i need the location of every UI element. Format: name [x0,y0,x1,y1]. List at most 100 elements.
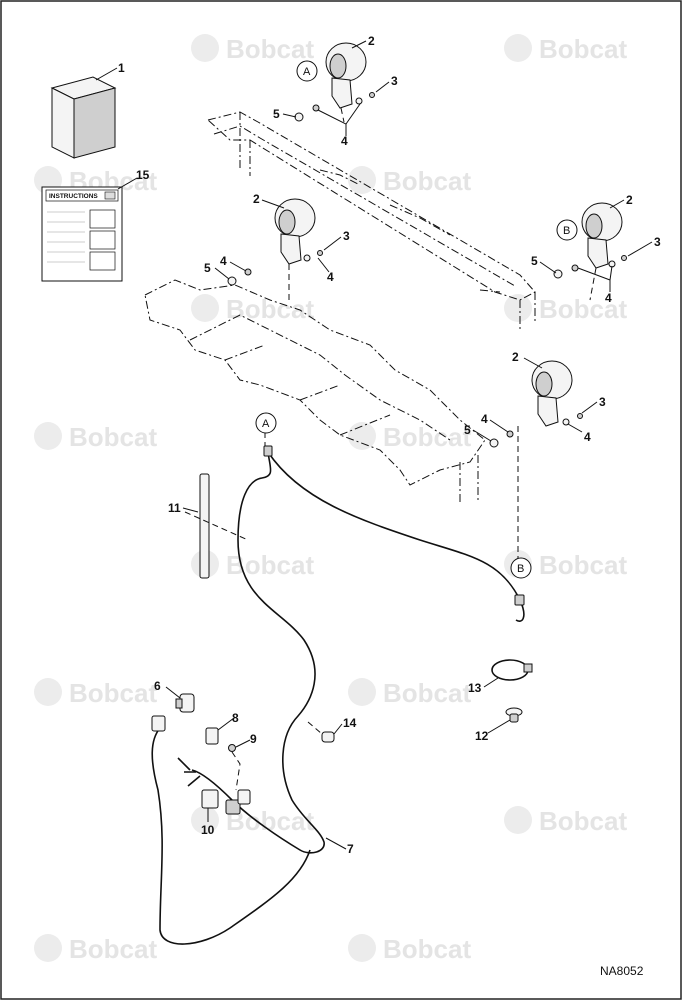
watermark-text: Bobcat [539,550,627,580]
callout-8: 8 [232,711,239,725]
callout-2-right: 2 [626,193,633,207]
watermark: Bobcat [348,422,471,452]
part-12-push-clip [505,707,523,723]
watermark-text: Bobcat [383,678,471,708]
watermark-text: Bobcat [69,934,157,964]
callout-9: 9 [250,732,257,746]
callout-10: 10 [201,823,215,837]
reference-point-a-harness: A [255,412,277,434]
callout-leaders [95,40,653,850]
watermark: Bobcat [191,294,314,324]
watermark: Bobcat [504,294,627,324]
rops-upper-rail [206,111,536,330]
bobcat-logo-icon [348,166,376,194]
callout-11: 11 [168,501,181,515]
callout-6: 6 [154,679,161,693]
watermark-text: Bobcat [226,294,314,324]
callout-2-lower: 2 [512,350,519,364]
callout-15: 15 [136,168,150,182]
callout-3-top: 3 [391,74,398,88]
callout-4-mid-right: 4 [327,270,334,284]
bobcat-logo-icon [34,934,62,962]
callout-2-top: 2 [368,34,375,48]
watermark-text: Bobcat [539,34,627,64]
callout-4-lower-right: 4 [584,430,591,444]
work-light-right [581,202,623,269]
watermark-text: Bobcat [69,678,157,708]
watermark-text: Bobcat [383,166,471,196]
bobcat-logo-icon [504,294,532,322]
part-9-fastener [228,744,241,791]
svg-text:A: A [303,66,311,78]
part-15-instructions-manual: INSTRUCTIONS [41,186,123,282]
watermark: Bobcat [348,166,471,196]
light-mount-hardware [227,92,627,448]
callout-1: 1 [118,61,125,75]
part-11-cable-conduit [184,473,249,579]
callout-5-lower: 5 [464,423,471,437]
watermark-text: Bobcat [69,422,157,452]
callout-2-mid: 2 [253,192,260,206]
watermark-text: Bobcat [383,422,471,452]
callout-4-right: 4 [605,291,612,305]
work-light-middle-left [274,198,316,265]
callout-3-mid: 3 [343,229,350,243]
watermark: Bobcat [34,422,157,452]
watermark-text: Bobcat [539,294,627,324]
bobcat-logo-icon [191,294,219,322]
watermark: Bobcat [504,34,627,64]
part-14-bushing [307,721,335,743]
callout-7: 7 [347,842,354,856]
bobcat-logo-icon [191,34,219,62]
work-light-top-left [325,42,367,109]
watermark: Bobcat [191,550,314,580]
reference-point-a-top: A [296,60,318,82]
callout-5-top: 5 [273,107,280,121]
watermark: Bobcat [34,934,157,964]
watermark: Bobcat [191,34,314,64]
reference-point-b-harness: B [510,557,532,579]
bobcat-logo-icon [348,678,376,706]
svg-text:A: A [262,418,270,430]
bobcat-logo-icon [504,34,532,62]
reference-point-b-right: B [556,219,578,241]
callout-5-right: 5 [531,254,538,268]
watermark-text: Bobcat [539,806,627,836]
part-7-wiring-harness [151,451,525,945]
work-light-lower-right [531,360,573,427]
part-8-terminal [205,727,219,745]
callout-4-top: 4 [341,134,348,148]
callout-labels: 1 2 3 4 5 15 2 3 4 4 5 2 3 5 4 2 3 4 5 4… [118,34,661,856]
bobcat-logo-icon [34,678,62,706]
part-1-kit-box [50,76,117,159]
callout-4-mid-left: 4 [220,254,227,268]
bobcat-logo-icon [504,806,532,834]
bobcat-logo-icon [348,934,376,962]
callout-3-lower: 3 [599,395,606,409]
callout-3-right: 3 [654,235,661,249]
callout-12: 12 [475,729,489,743]
bobcat-logo-icon [34,422,62,450]
rops-lower-structure [144,279,486,505]
watermark-text: Bobcat [226,34,314,64]
watermark: Bobcat [348,678,471,708]
watermark-layer: Bobcat Bobcat Bobcat Bobcat Bobcat Bobca… [34,34,627,964]
callout-5-mid: 5 [204,261,211,275]
callout-14: 14 [343,716,357,730]
light-dashed-leaders [264,107,597,560]
part-10-relay-connector [201,789,251,815]
callout-13: 13 [468,681,482,695]
watermark-text: Bobcat [383,934,471,964]
part-13-cable-tie [491,659,533,681]
part-6-switch-connector [175,693,195,713]
bobcat-logo-icon [191,806,219,834]
instructions-title: INSTRUCTIONS [49,193,98,200]
watermark: Bobcat [348,934,471,964]
harness-connectors [151,445,525,732]
watermark: Bobcat [34,678,157,708]
callout-4-lower-left: 4 [481,412,488,426]
figure-id: NA8052 [600,964,644,978]
svg-text:B: B [517,563,524,575]
